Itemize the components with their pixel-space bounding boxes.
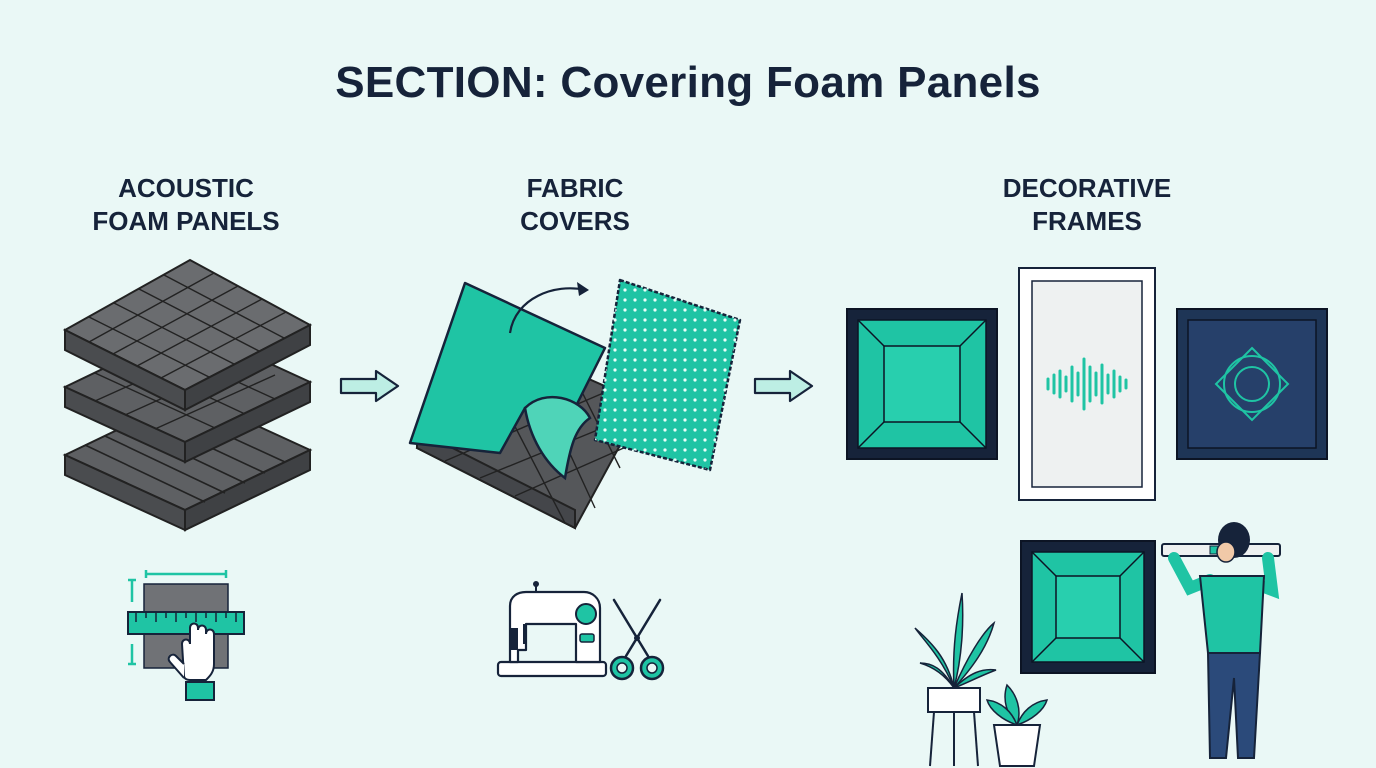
page-title: SECTION: Covering Foam Panels [335, 58, 1041, 107]
arrow-right-icon [339, 369, 400, 403]
label-acoustic-foam-panels: ACOUSTIC FOAM PANELS [66, 172, 306, 238]
framed-panel-icon [1018, 267, 1156, 501]
label-line: ACOUSTIC [118, 173, 254, 203]
sound-wave-icon [1046, 357, 1128, 411]
acoustic-foam-stack-icon [62, 258, 313, 532]
label-line: FABRIC [526, 173, 624, 203]
measuring-ruler-hand-icon [127, 570, 245, 701]
label-line: COVERS [520, 206, 630, 236]
scissors-icon [609, 598, 665, 681]
potted-plant-icon [985, 683, 1049, 767]
framed-panel-icon [1020, 540, 1156, 674]
arrow-right-icon [753, 369, 814, 403]
label-line: DECORATIVE [1002, 173, 1172, 203]
label-decorative-frames: DECORATIVE FRAMES [967, 172, 1207, 238]
label-line: FOAM PANELS [92, 206, 280, 236]
framed-panel-icon [1176, 308, 1328, 460]
label-line: FRAMES [1032, 206, 1142, 236]
framed-panel-icon [846, 308, 998, 460]
polka-dot-fabric-icon [593, 278, 742, 472]
label-fabric-covers: FABRIC COVERS [455, 172, 695, 238]
person-with-level-icon [1161, 522, 1281, 759]
potted-plant-icon [914, 592, 997, 767]
sewing-machine-icon [496, 581, 608, 678]
